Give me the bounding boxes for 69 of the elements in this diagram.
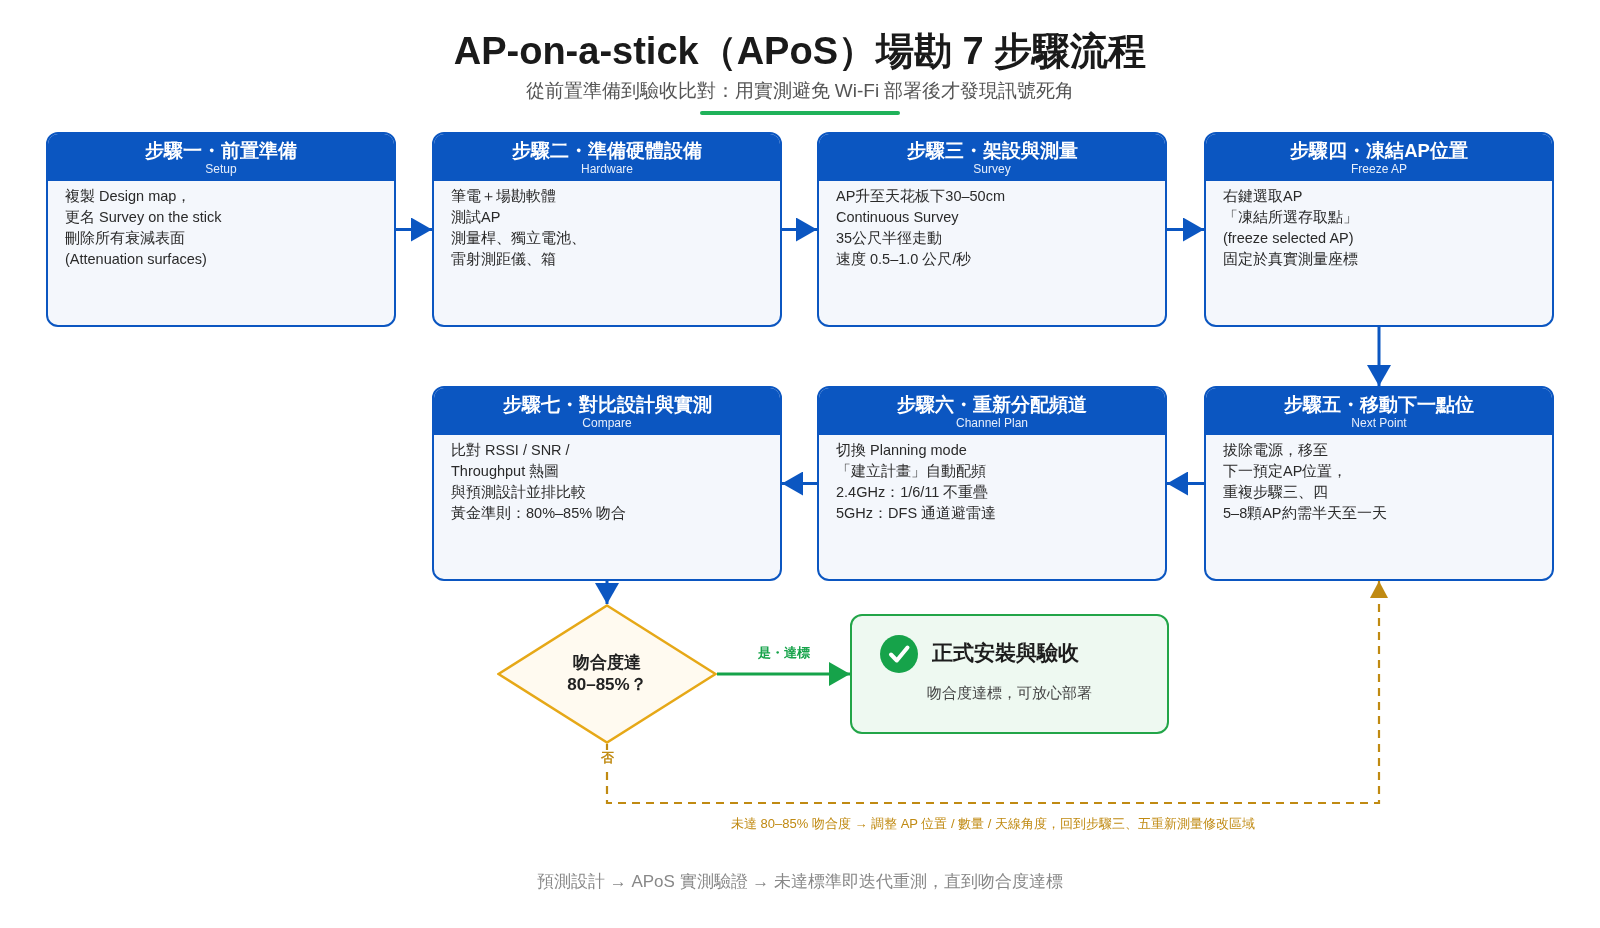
body-text: 刪除所有衰減表面 xyxy=(65,229,185,248)
step-subtitle: Channel Plan xyxy=(955,416,1029,430)
arrow xyxy=(595,581,619,604)
arrow xyxy=(782,217,817,242)
step-subtitle: Next Point xyxy=(1351,416,1407,430)
body-text: 切換 Planning mode xyxy=(836,441,967,460)
arrow xyxy=(782,471,817,496)
step-title: 步驟二・準備硬體設備 xyxy=(512,139,702,162)
step-box xyxy=(1204,386,1554,581)
step-title: 步驟七・對比設計與實測 xyxy=(502,393,712,416)
step-title: 步驟五・移動下一點位 xyxy=(1284,393,1474,416)
body-text: 2.4GHz：1/6/11 不重疊 xyxy=(836,483,989,502)
body-text: 與預測設計並排比較 xyxy=(451,483,586,502)
result-text: 吻合度達標，可放心部署 xyxy=(926,684,1092,703)
body-text: 雷射測距儀、箱 xyxy=(451,250,556,269)
body-text: 5GHz：DFS 通道避雷達 xyxy=(836,504,997,523)
body-text: 黃金準則：80%–85% 吻合 xyxy=(451,504,627,523)
body-text: 測試AP xyxy=(451,208,501,227)
note-text: 未達 80–85% 吻合度 → 調整 AP 位置 / 數量 / 天線角度，回到步驟三、五重新測量修改區域 xyxy=(730,814,1256,832)
body-text: 5–8顆AP約需半天至一天 xyxy=(1223,504,1387,523)
body-text: (freeze selected AP) xyxy=(1223,229,1354,248)
body-text: 下一預定AP位置， xyxy=(1223,462,1348,481)
body-text: 筆電＋場勘軟體 xyxy=(451,187,556,206)
subtitle: 從前置準備到驗收比對：用實測避免 Wi-Fi 部署後才發現訊號死角 xyxy=(525,78,1075,103)
page-title: AP-on-a-stick（APoS）場勘 7 步驟流程 xyxy=(453,29,1147,74)
body-text: 右鍵選取AP xyxy=(1223,187,1303,206)
arrow xyxy=(396,217,432,242)
step-title: 步驟一・前置準備 xyxy=(145,139,297,162)
body-text: 「凍結所選存取點」 xyxy=(1223,208,1358,227)
step-box xyxy=(46,132,396,327)
body-text: 拔除電源，移至 xyxy=(1223,441,1328,460)
step-subtitle: Hardware xyxy=(581,162,633,176)
edge-label: 是・達標 xyxy=(754,645,813,661)
step-box xyxy=(1204,132,1554,327)
arrow xyxy=(1167,471,1204,496)
body-text: 比對 RSSI / SNR / xyxy=(451,441,570,460)
decision-text: 吻合度達 80–85%？ xyxy=(566,652,648,696)
body-text: (Attenuation surfaces) xyxy=(65,250,207,269)
step-box xyxy=(432,386,782,581)
step-title: 步驟三・架設與測量 xyxy=(906,139,1078,162)
step-title: 步驟六・重新分配頻道 xyxy=(897,393,1087,416)
body-text: 固定於真實測量座標 xyxy=(1223,250,1358,269)
step-subtitle: Compare xyxy=(582,416,632,430)
step-box xyxy=(817,132,1167,327)
result-box xyxy=(850,614,1169,734)
arrow xyxy=(717,662,850,686)
result-title: 正式安裝與驗收 xyxy=(932,640,1079,666)
body-text: AP升至天花板下30–50cm xyxy=(836,187,1005,206)
arrow xyxy=(1167,217,1204,242)
body-text: 重複步驟三、四 xyxy=(1223,483,1328,502)
step-subtitle: Freeze AP xyxy=(1351,162,1407,176)
body-text: 複製 Design map， xyxy=(65,187,192,206)
body-text: Throughput 熱圖 xyxy=(451,462,560,481)
body-text: 測量桿、獨立電池、 xyxy=(451,229,586,248)
dashed-arrow xyxy=(605,581,1388,805)
decision-diamond xyxy=(497,604,717,744)
step-box xyxy=(817,386,1167,581)
step-title: 步驟四・凍結AP位置 xyxy=(1290,139,1468,162)
step-box xyxy=(432,132,782,327)
edge-label: 否 xyxy=(597,750,617,766)
body-text: Continuous Survey xyxy=(836,208,959,227)
body-text: 速度 0.5–1.0 公尺/秒 xyxy=(836,250,972,269)
footer-caption: 預測設計 → APoS 實測驗證 → 未達標準即迭代重測，直到吻合度達標 xyxy=(536,871,1064,893)
step-subtitle: Survey xyxy=(973,162,1011,176)
arrow xyxy=(1367,327,1391,386)
body-text: 「建立計畫」自動配頻 xyxy=(836,462,986,481)
body-text: 更名 Survey on the stick xyxy=(65,208,222,227)
step-subtitle: Setup xyxy=(205,162,237,176)
body-text: 35公尺半徑走動 xyxy=(836,229,943,248)
